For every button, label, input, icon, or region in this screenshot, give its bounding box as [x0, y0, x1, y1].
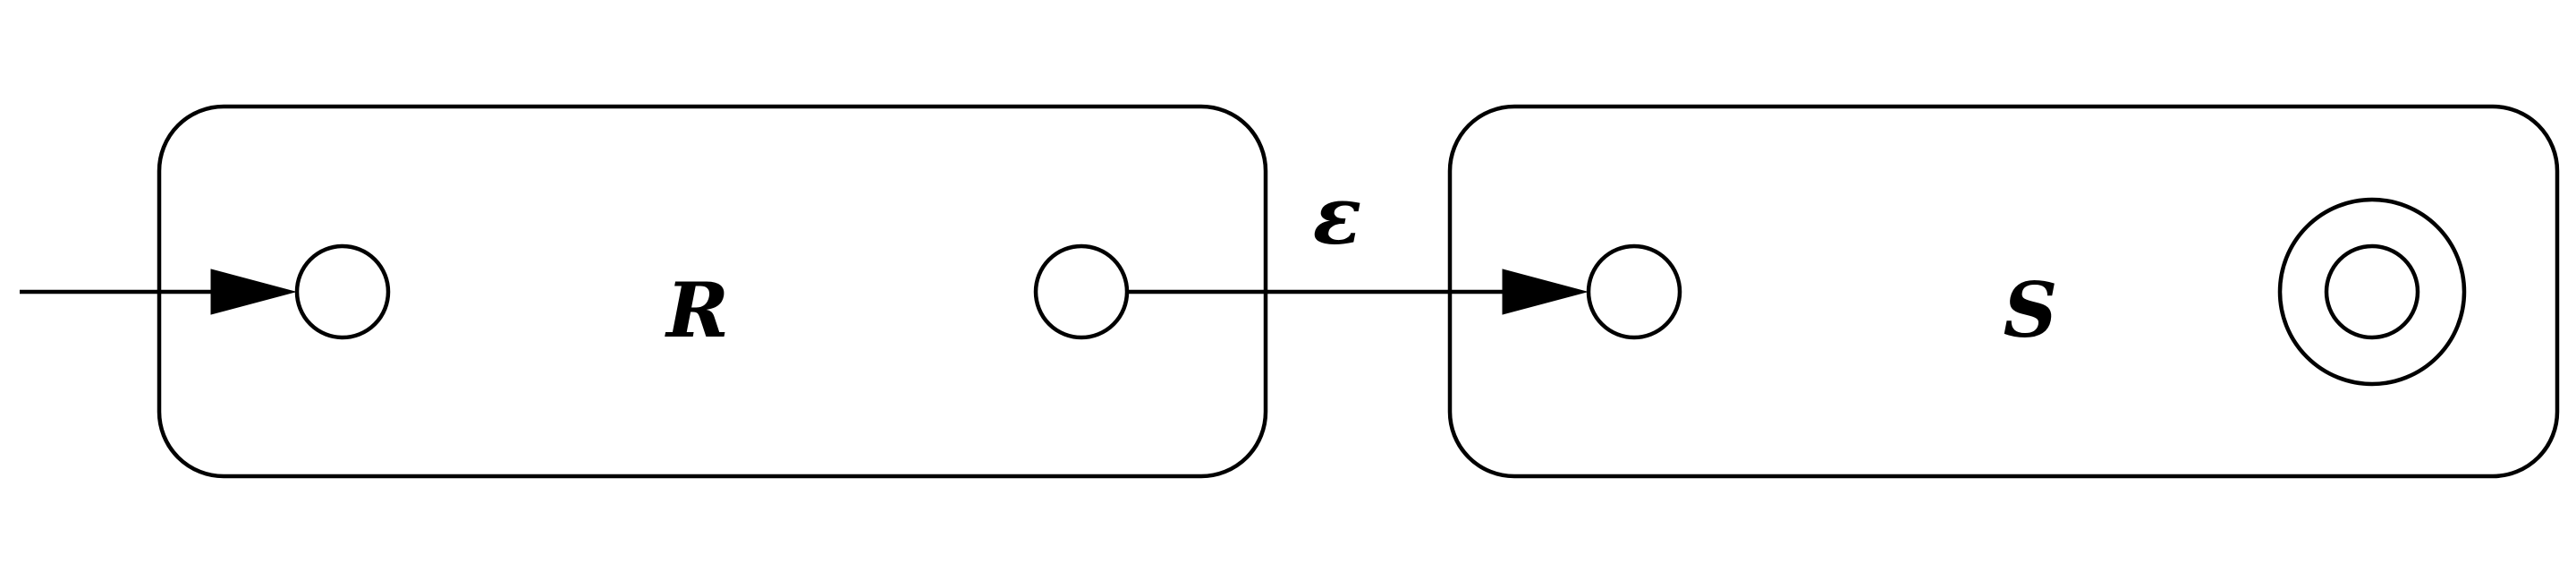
machine-s-label: S	[2004, 266, 2058, 354]
s-start-state	[1586, 243, 1682, 340]
r-start-state	[294, 243, 391, 340]
r-accept-state	[1033, 243, 1130, 340]
epsilon-transition-arrowhead	[1502, 269, 1589, 315]
epsilon-transition-label: ε	[1313, 168, 1362, 263]
start-arrowhead	[210, 269, 297, 315]
machine-r-label: R	[665, 266, 729, 354]
s-accept-state-inner-ring	[2324, 243, 2420, 340]
